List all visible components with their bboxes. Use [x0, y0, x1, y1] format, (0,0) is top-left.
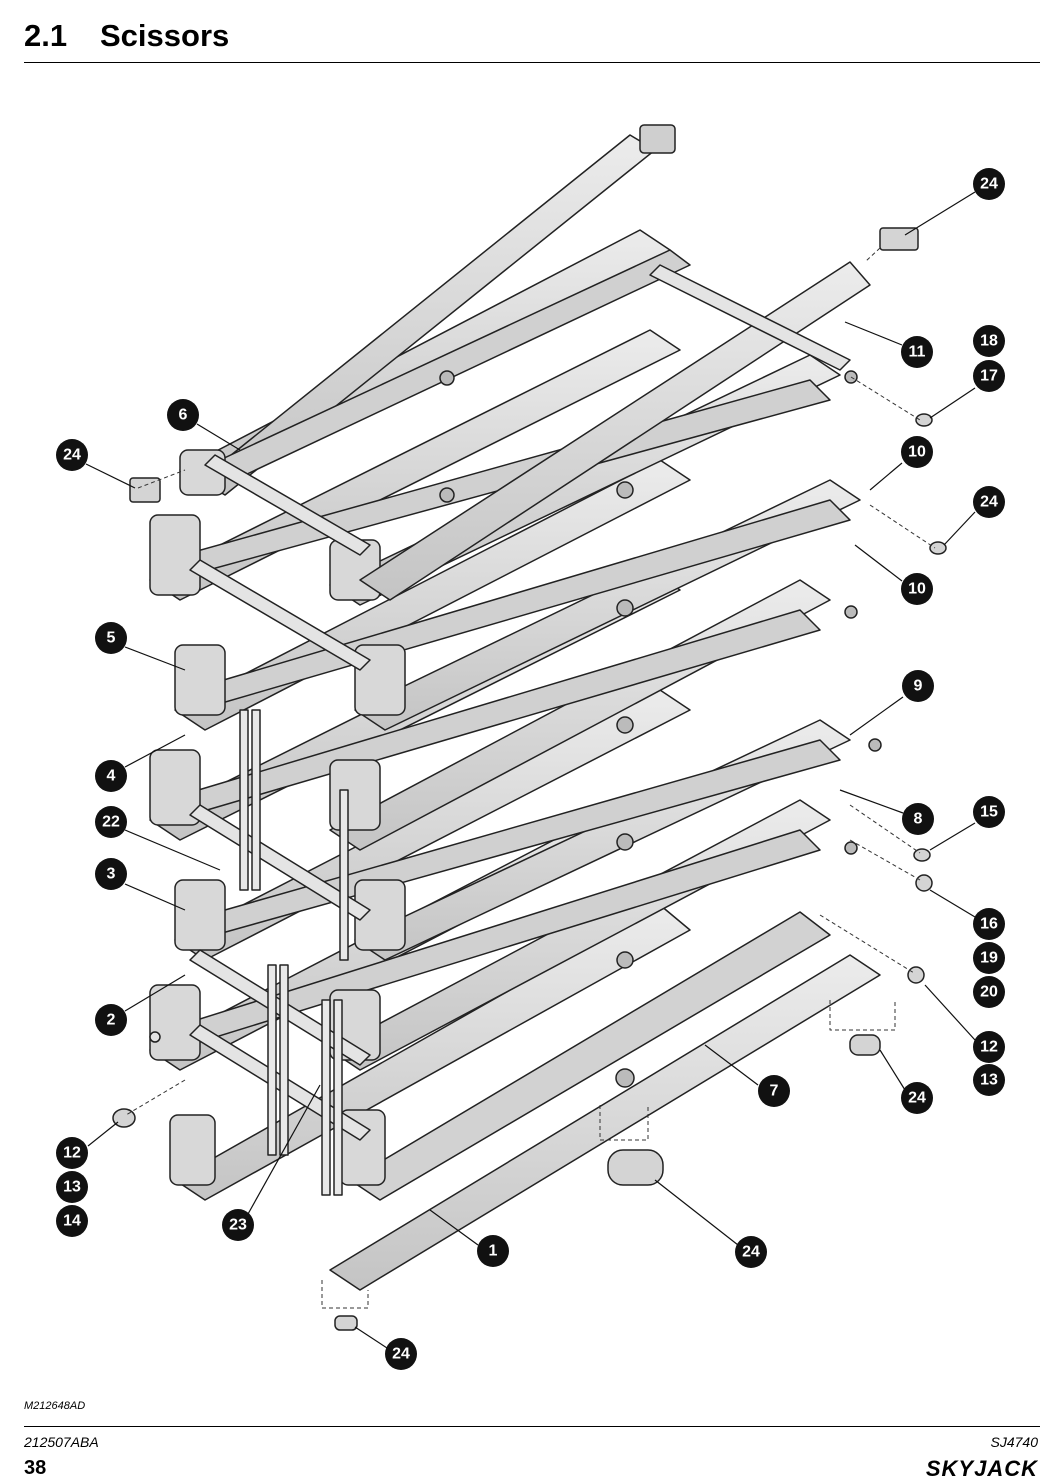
- figure-id: M212648AD: [24, 1400, 86, 1412]
- callout-16: 16: [973, 908, 1005, 940]
- callout-10-lower: 10: [901, 573, 933, 605]
- pivot-bolts: [439, 370, 882, 1088]
- level-top: [179, 124, 871, 601]
- svg-text:3: 3: [107, 866, 116, 883]
- callout-5: 5: [95, 622, 127, 654]
- callout-8: 8: [902, 803, 934, 835]
- page-header: 2.1 Scissors: [24, 16, 1040, 63]
- callout-22: 22: [95, 806, 127, 838]
- svg-text:14: 14: [63, 1213, 81, 1230]
- callout-17: 17: [973, 360, 1005, 392]
- explode-lines: [125, 247, 936, 1309]
- scissors-exploded-diagram: 24 11 18 17 6 24 10 24 10 5 9 4 22 8 15 …: [56, 124, 1005, 1370]
- callout-13-left: 13: [56, 1171, 88, 1203]
- model-number: SJ4740: [990, 1434, 1038, 1450]
- callout-14: 14: [56, 1205, 88, 1237]
- svg-text:13: 13: [63, 1179, 81, 1196]
- svg-text:2: 2: [107, 1012, 116, 1029]
- level-1: [169, 904, 881, 1291]
- svg-text:24: 24: [63, 447, 81, 464]
- callouts: 24 11 18 17 6 24 10 24 10 5 9 4 22 8 15 …: [56, 168, 1005, 1370]
- callout-6: 6: [167, 399, 199, 431]
- callout-23: 23: [222, 1209, 254, 1241]
- svg-text:20: 20: [980, 984, 998, 1001]
- level-3: [174, 689, 851, 961]
- svg-text:12: 12: [980, 1039, 998, 1056]
- callout-11: 11: [901, 336, 933, 368]
- callout-1: 1: [477, 1235, 509, 1267]
- svg-text:24: 24: [742, 1244, 760, 1261]
- brand-logo: SKYJACK: [925, 1460, 1038, 1478]
- svg-text:7: 7: [770, 1083, 779, 1100]
- callout-2: 2: [95, 1004, 127, 1036]
- svg-text:24: 24: [908, 1090, 926, 1107]
- callout-24-top-right: 24: [973, 168, 1005, 200]
- svg-text:11: 11: [909, 344, 926, 361]
- footer-rule: [24, 1426, 1040, 1427]
- svg-text:19: 19: [980, 950, 998, 967]
- svg-text:18: 18: [980, 333, 998, 350]
- callout-13-right: 13: [973, 1064, 1005, 1096]
- callout-3: 3: [95, 858, 127, 890]
- svg-text:24: 24: [392, 1346, 410, 1363]
- svg-text:24: 24: [980, 176, 998, 193]
- callout-19: 19: [973, 942, 1005, 974]
- callout-20: 20: [973, 976, 1005, 1008]
- svg-text:1: 1: [489, 1243, 498, 1260]
- svg-text:22: 22: [102, 814, 120, 831]
- svg-text:10: 10: [908, 444, 926, 461]
- svg-text:10: 10: [908, 581, 926, 598]
- callout-7: 7: [758, 1075, 790, 1107]
- svg-text:8: 8: [914, 811, 923, 828]
- callout-12-left: 12: [56, 1137, 88, 1169]
- callout-4: 4: [95, 760, 127, 792]
- callout-10-upper: 10: [901, 436, 933, 468]
- svg-text:15: 15: [980, 804, 998, 821]
- svg-text:17: 17: [980, 368, 998, 385]
- doc-number: 212507ABA: [24, 1434, 99, 1450]
- svg-text:9: 9: [914, 678, 923, 695]
- callout-18: 18: [973, 325, 1005, 357]
- svg-text:4: 4: [107, 768, 116, 785]
- ladder: [239, 709, 349, 1196]
- callout-24-right-lower: 24: [901, 1082, 933, 1114]
- svg-text:6: 6: [179, 407, 188, 424]
- svg-text:16: 16: [980, 916, 998, 933]
- loose-parts: [112, 227, 947, 1331]
- callout-24-bottom: 24: [385, 1338, 417, 1370]
- section-number: 2.1: [24, 18, 68, 53]
- section-title: Scissors: [100, 18, 230, 53]
- svg-text:5: 5: [107, 630, 116, 647]
- callout-9: 9: [902, 670, 934, 702]
- leader-lines: [85, 191, 976, 1349]
- callout-24-right-upper: 24: [973, 486, 1005, 518]
- callout-24-bottom-center: 24: [735, 1236, 767, 1268]
- svg-text:24: 24: [980, 494, 998, 511]
- svg-text:12: 12: [63, 1145, 81, 1162]
- callout-15: 15: [973, 796, 1005, 828]
- svg-text:13: 13: [980, 1072, 998, 1089]
- callout-12-right: 12: [973, 1031, 1005, 1063]
- callout-24-left: 24: [56, 439, 88, 471]
- page-number: 38: [24, 1458, 47, 1478]
- svg-text:23: 23: [229, 1217, 247, 1234]
- scissor-stack: [112, 124, 947, 1331]
